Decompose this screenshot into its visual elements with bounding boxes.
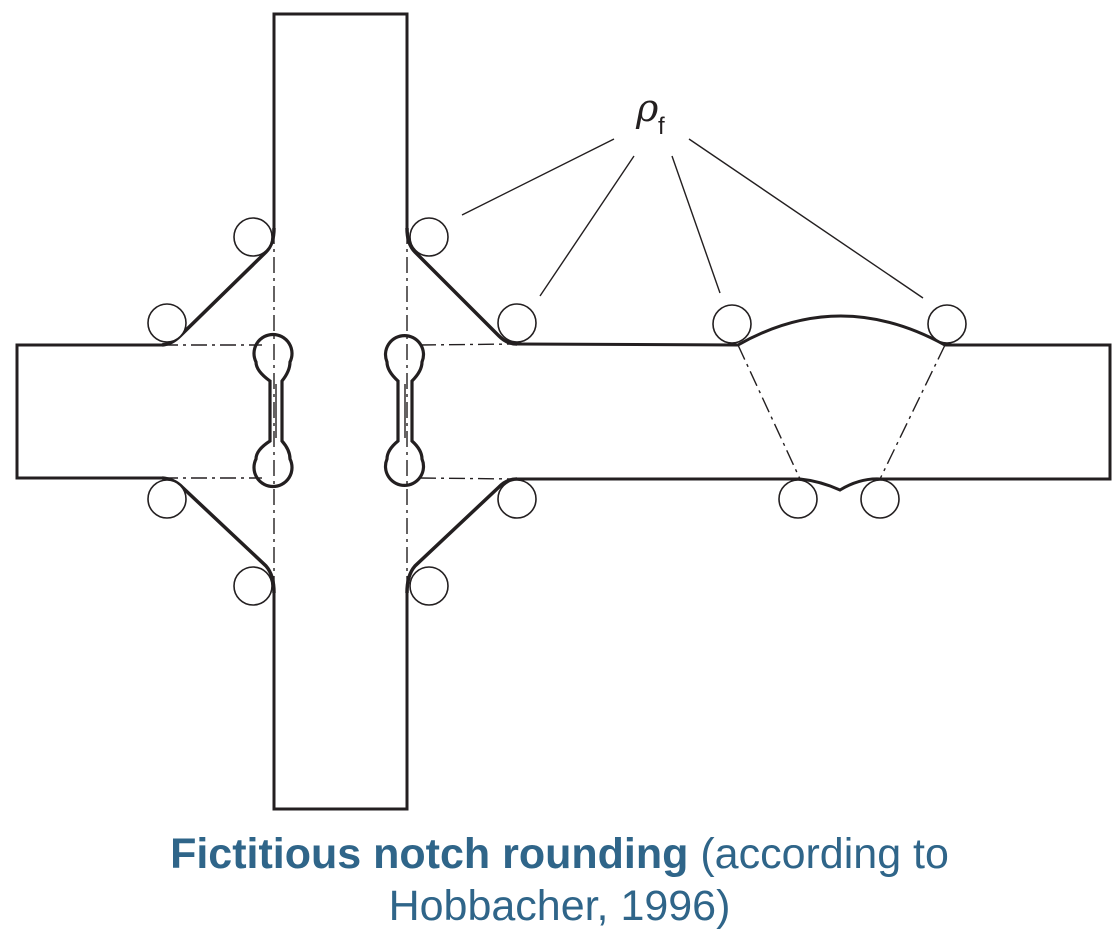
weld-lower-right xyxy=(405,477,518,594)
notch-circle xyxy=(147,479,187,519)
radius-label-subscript: f xyxy=(658,113,665,140)
notch-circle xyxy=(712,304,752,344)
weld-upper-right xyxy=(405,227,518,346)
notch-circle xyxy=(233,217,273,257)
vertical-plate-bottom xyxy=(272,593,409,811)
notch-rounding-diagram: ρ f xyxy=(15,12,1112,811)
left-plate xyxy=(15,343,162,480)
notch-circle xyxy=(409,217,449,257)
caption-title: Fictitious notch rounding xyxy=(170,830,689,878)
notch-circle xyxy=(497,303,537,343)
right-plate-top xyxy=(516,314,1112,492)
notch-circle xyxy=(147,303,187,343)
label-leaders xyxy=(461,138,924,299)
notch-circle xyxy=(860,479,900,519)
radius-label-symbol: ρ xyxy=(635,86,659,130)
construction-lines xyxy=(162,228,946,593)
notch-circle xyxy=(497,479,537,519)
root-slot-left xyxy=(252,332,294,489)
notch-circle xyxy=(927,304,967,344)
root-slot-right xyxy=(383,334,426,487)
notch-circle xyxy=(233,566,273,606)
caption-source-end: Hobbacher, 1996) xyxy=(388,882,731,930)
notch-circle xyxy=(409,566,449,606)
caption-source-start: (according to xyxy=(700,830,949,878)
figure-caption: Fictitious notch rounding (according to … xyxy=(0,828,1119,932)
weld-upper-left xyxy=(161,227,276,347)
notch-circle xyxy=(778,479,818,519)
vertical-plate-top xyxy=(272,12,409,228)
notch-circles xyxy=(147,217,967,606)
